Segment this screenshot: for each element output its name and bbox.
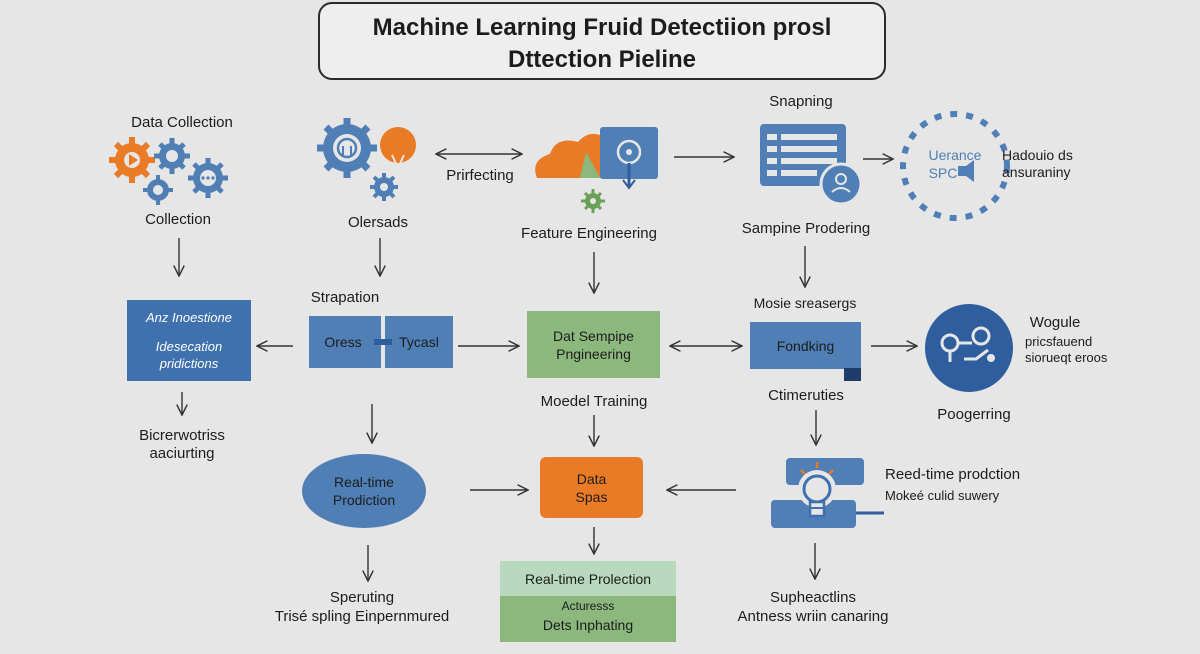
insight-box-text: Anz Inoestione Idesecation pridictions (127, 300, 251, 381)
poogerring-label: Poogerring (937, 406, 1011, 423)
data-spas-line-2: Spas (575, 488, 608, 505)
fondking-text: Fondking (776, 337, 835, 354)
fondking-box (750, 322, 861, 369)
large-gear-icon (317, 118, 377, 178)
title-line-2: Dttection Pieline (507, 46, 697, 73)
bicrerwotriss-line-2: aaciurting (149, 445, 215, 462)
hadouio-line-2: ansuraniny (1002, 164, 1071, 180)
realtime-ellipse (302, 454, 426, 528)
blue-gear-icon (143, 175, 173, 205)
title-line-1: Machine Learning Fruid Detectiion prosl (372, 14, 832, 41)
sampine-prodering-label: Sampine Prodering (741, 220, 871, 237)
collection-label: Collection (145, 211, 211, 228)
oress-text: Oress (324, 334, 362, 350)
suph-line-2: Antness wriin canaring (737, 608, 889, 625)
green-box-line-1: Dat Sempipe (553, 327, 634, 344)
speruting-line-2: Trisé spling Einpernmured (274, 608, 450, 625)
realtime-ellipse-line-2: Prodiction (332, 492, 396, 508)
dashed-ring-icon (900, 111, 1010, 221)
rt-box-mid-text: Acturesss (561, 599, 615, 613)
snapning-label: Snapning (769, 93, 833, 110)
green-box-text: Dat Sempipe Pngineering (527, 311, 660, 378)
green-box-line-2: Pngineering (556, 345, 631, 362)
model-training-label: Moedel Training (540, 393, 648, 410)
insight-box (127, 300, 251, 381)
tycasl-box (385, 316, 453, 368)
data-spas-line-1: Data (576, 470, 607, 487)
uerance-text: Uerance (928, 147, 982, 163)
bicrerwotriss-line-1: Bicrerwotriss (139, 427, 225, 444)
rt-box-top-band (500, 561, 676, 596)
fondking-corner-block (844, 368, 861, 381)
rt-box-top-text: Real-time Prolection (524, 570, 652, 587)
hadouio-line-1: Hadouio ds (1002, 147, 1073, 163)
suph-line-1: Supheactlins (770, 589, 856, 606)
wogule-label: Wogule (1029, 314, 1081, 331)
insight-box-line-3: pridictions (159, 356, 219, 371)
rt-box-bottom-text: Dets Inphating (542, 617, 634, 633)
wogule-line-2: siorueqt eroos (1025, 350, 1108, 365)
blue-gear-icon (154, 138, 190, 174)
insight-box-line-2: Idesecation (155, 339, 223, 354)
realtime-ellipse-text: Real-time Prodiction (302, 454, 426, 528)
data-spas-box (540, 457, 643, 518)
reed-time-subtitle: Mokeé culid suwery (885, 488, 1000, 503)
small-gear-icon (370, 173, 398, 201)
feature-engineering-label: Feature Engineering (521, 225, 657, 242)
reed-time-title: Reed-time prodction (885, 466, 1021, 483)
oress-box (309, 316, 381, 368)
rt-box-bottom-band (500, 596, 676, 642)
tycasl-text: Tycasl (399, 334, 439, 350)
green-engineering-box (527, 311, 660, 378)
title-box: Machine Learning Fruid Detectiion prosl … (318, 2, 886, 80)
lightbulb-panel-icon (771, 458, 884, 528)
data-collection-gears-icon (109, 137, 228, 205)
network-circle-icon (925, 304, 1013, 392)
orange-gear-icon (109, 137, 155, 183)
data-spas-text: Data Spas (540, 457, 643, 518)
blue-gear-icon (188, 158, 228, 198)
prirfecting-label: Prirfecting (446, 167, 514, 184)
wogule-line-1: pricsfauend (1025, 334, 1093, 349)
strapation-label: Strapation (310, 289, 380, 306)
gear-bulb-icon (317, 118, 416, 201)
speruting-line-1: Speruting (329, 589, 395, 606)
green-gear-icon (581, 189, 605, 213)
mosie-label: Mosie sreasergs (753, 295, 857, 311)
realtime-ellipse-line-1: Real-time (334, 474, 394, 490)
insight-box-line-1: Anz Inoestione (145, 310, 232, 325)
table-user-icon (760, 124, 863, 206)
spc-text: SPC (928, 165, 958, 181)
cloud-screen-icon (535, 127, 658, 213)
data-collection-label: Data Collection (131, 114, 233, 131)
olersads-label: Olersads (347, 214, 409, 231)
ctimeruties-label: Ctimeruties (768, 387, 844, 404)
